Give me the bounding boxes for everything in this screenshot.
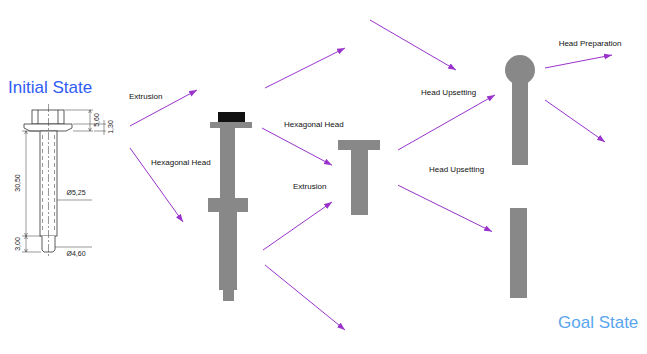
part-state [495,52,545,168]
part-state [332,138,398,218]
part-silhouette [505,55,535,165]
dimension: Ø4,60 [66,250,85,258]
state-title: Goal State [558,313,638,333]
hex-face [58,110,59,124]
goal-state: Goal State [492,205,642,338]
part-silhouette [210,112,252,205]
thread-line [42,135,43,232]
hex-face [38,110,39,124]
thread-line [54,135,55,232]
dimension: Ø5,25 [66,189,85,197]
dimension: 30,50 [14,174,22,192]
bolt-head [32,110,64,124]
open-arrow [265,20,612,330]
transition-arrow [398,95,495,150]
part-state [197,85,262,210]
operation-label: Head Preparation [558,39,623,49]
part-state [183,196,263,302]
dimension-lines [22,110,106,252]
operation-label: Head Upsetting [428,165,485,175]
dimension: 1,30 [107,120,115,134]
transition-arrow [263,202,332,250]
operation-label: Hexagonal Head [150,158,212,168]
transition-arrow [262,128,332,165]
bolt-drawing [24,104,72,258]
bolt-flange [24,124,72,131]
part-silhouette [338,140,380,215]
transition-arrow [398,185,492,231]
initial-state: Initial State [5,76,130,266]
part-silhouette [208,198,248,301]
dimension: 3,00 [14,237,22,251]
center-line [48,104,49,258]
operation-label: Extrusion [128,92,163,102]
operation-label: Head Upsetting [420,88,477,98]
operation-label: Extrusion [292,182,327,192]
part-silhouette [510,208,527,298]
dimension: 5,60 [93,113,101,127]
operation-label: Hexagonal Head [283,120,345,130]
state-title: Initial State [8,78,92,98]
